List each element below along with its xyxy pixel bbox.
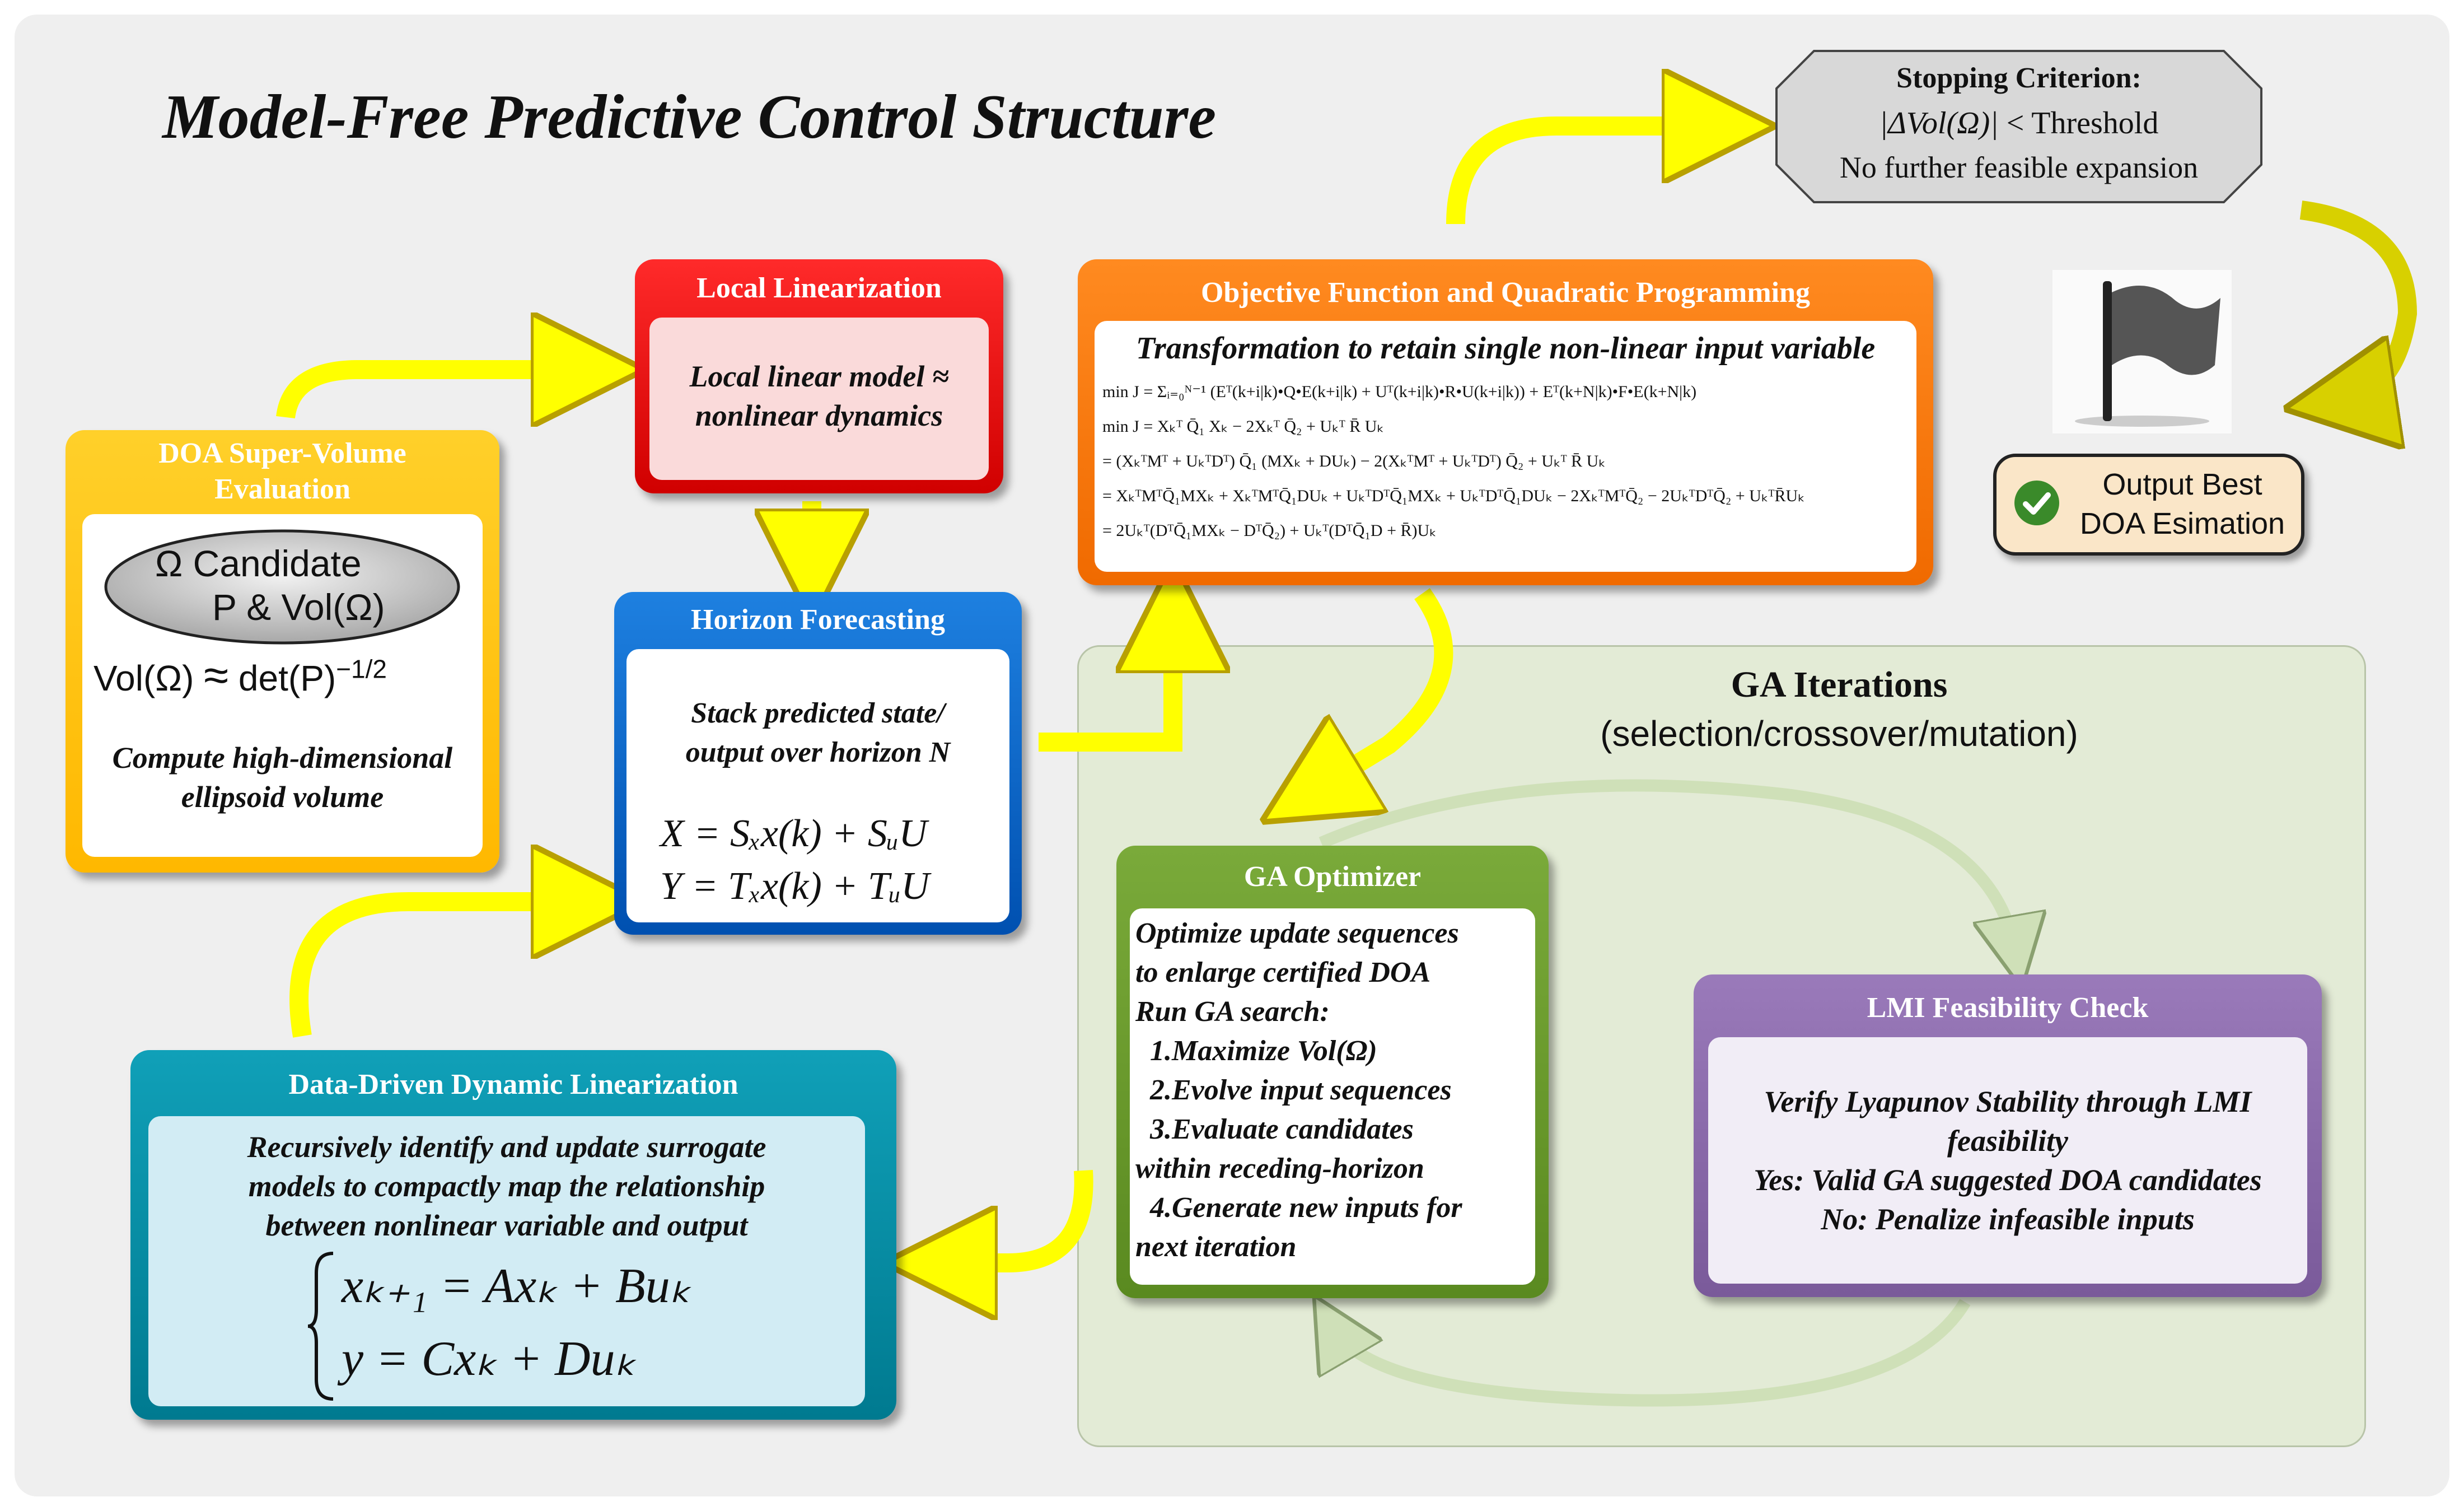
ga-optimizer-lines: Optimize update sequences to enlarge cert… [1135,914,1532,1267]
ga-optimizer-line-8: 4.Generate new inputs for [1135,1192,1462,1224]
diagram-title: Model-Free Predictive Control Structure [162,82,1217,152]
formula-left: Vol(Ω) [93,658,194,698]
ddl-eq1: xₖ₊₁ = Axₖ + Buₖ [342,1259,691,1313]
lmi-line-3: Yes: Valid GA suggested DOA candidates [1754,1163,2262,1197]
output-line1: Output Best [2102,468,2262,501]
lmi-feasibility-box: LMI Feasibility Check Verify Lyapunov St… [1694,974,2322,1297]
horizon-eq1: X = Sₓx(k) + SᵤU [660,812,927,855]
octagon-shape [1775,50,2262,203]
output-line2: DOA Esimation [2079,507,2285,540]
ga-iterations-subtitle: (selection/crossover/mutation) [1600,713,2078,754]
stop-line1: |ΔVol(Ω)| < Threshold [1775,105,2263,141]
horizon-header: Horizon Forecasting [691,604,945,636]
ddl-box: Data-Driven Dynamic Linearization Recurs… [130,1050,896,1420]
check-icon [2014,481,2059,525]
objective-function-box: Objective Function and Quadratic Program… [1078,259,1933,585]
ga-optimizer-line-3: Run GA search: [1135,996,1330,1028]
stop-formula: |ΔVol(Ω)| [1879,106,1999,141]
local-header: Local Linearization [696,272,942,304]
ga-optimizer-line-6: 3.Evaluate candidates [1135,1113,1414,1145]
objective-eq3: = (XₖᵀMᵀ + UₖᵀDᵀ) Q̄₁ (MXₖ + DUₖ) − 2(Xₖ… [1102,452,1606,470]
ddl-line-1: Recursively identify and update surrogat… [247,1130,766,1164]
doa-desc-line1: Compute high-dimensional [112,741,453,775]
doa-header-line1: DOA Super-Volume [158,437,406,469]
doa-header-line2: Evaluation [214,473,350,505]
objective-subtitle: Transformation to retain single non-line… [1135,331,1876,366]
system-brace [307,1252,334,1401]
stop-line2: No further feasible expansion [1839,151,2199,184]
ga-optimizer-box: GA Optimizer Optimize update sequences to… [1116,846,1549,1298]
formula-exp: −1/2 [336,654,387,684]
ga-optimizer-line-4: 1.Maximize Vol(Ω) [1135,1035,1377,1067]
ddl-lines: Recursively identify and update surrogat… [148,1127,865,1245]
formula-right: det(P) [238,658,336,698]
stop-threshold: < Threshold [1998,106,2159,141]
formula-approx: ≈ [204,650,229,700]
objective-eq5: = 2Uₖᵀ(DᵀQ̄₁MXₖ − DᵀQ̄₂) + Uₖᵀ(DᵀQ̄₁D + … [1102,521,1437,540]
output-best-box: Output Best DOA Esimation [1993,454,2304,556]
ga-optimizer-line-9: next iteration [1135,1231,1297,1263]
lmi-line-4: No: Penalize infeasible inputs [1821,1202,2195,1236]
lmi-line-2: feasibility [1947,1124,2068,1158]
horizon-line2: output over horizon N [685,736,951,768]
lmi-line-1: Verify Lyapunov Stability through LMI [1764,1085,2252,1118]
ddl-line-2: models to compactly map the relationship [248,1169,765,1203]
lmi-header: LMI Feasibility Check [1867,992,2149,1024]
ellipse-line2: P & Vol(Ω) [212,586,385,628]
horizon-forecasting-box: Horizon Forecasting Stack predicted stat… [614,592,1022,935]
flag-icon [2052,270,2232,433]
objective-header: Objective Function and Quadratic Program… [1200,277,1811,309]
ga-optimizer-line-5: 2.Evolve input sequences [1135,1074,1452,1106]
candidate-ellipse [104,529,460,645]
stopping-criterion: Stopping Criterion: |ΔVol(Ω)| < Threshol… [1775,49,2263,204]
objective-eq4: = XₖᵀMᵀQ̄₁MXₖ + XₖᵀMᵀQ̄₁DUₖ + UₖᵀDᵀQ̄₁MX… [1102,487,1805,505]
ga-optimizer-line-7: within receding-horizon [1135,1153,1424,1184]
doa-desc-line2: ellipsoid volume [181,780,384,814]
ddl-header: Data-Driven Dynamic Linearization [288,1069,738,1100]
objective-eq2: min J = Xₖᵀ Q̄₁ Xₖ − 2Xₖᵀ Q̄₂ + Uₖᵀ R̄ U… [1102,417,1385,436]
objective-eq1: min J = Σᵢ₌₀ᴺ⁻¹ (Eᵀ(k+i|k)•Q•E(k+i|k) + … [1102,383,1697,401]
ddl-line-3: between nonlinear variable and output [265,1209,748,1242]
horizon-eq2: Y = Tₓx(k) + TᵤU [660,865,929,908]
volume-formula: Vol(Ω) ≈ det(P)−1/2 [93,650,387,701]
ga-iterations-title: GA Iterations [1731,664,1948,705]
doa-box: DOA Super-Volume Evaluation Ω Candidate … [66,430,499,873]
stop-title: Stopping Criterion: [1896,62,2142,94]
local-linearization-box: Local Linearization Local linear model ≈… [635,259,1003,493]
ellipse-line1: Ω Candidate [155,543,362,584]
local-line1: Local linear model ≈ [689,360,949,393]
lmi-lines: Verify Lyapunov Stability through LMI fea… [1708,1082,2307,1239]
ga-optimizer-line-2: to enlarge certified DOA [1135,957,1431,988]
ga-optimizer-line-1: Optimize update sequences [1135,917,1459,949]
horizon-line1: Stack predicted state/ [691,697,945,729]
ddl-eq2: y = Cxₖ + Duₖ [342,1332,637,1386]
local-line2: nonlinear dynamics [695,399,943,432]
ga-optimizer-header: GA Optimizer [1243,861,1422,893]
flag-graphic [2075,281,2220,427]
